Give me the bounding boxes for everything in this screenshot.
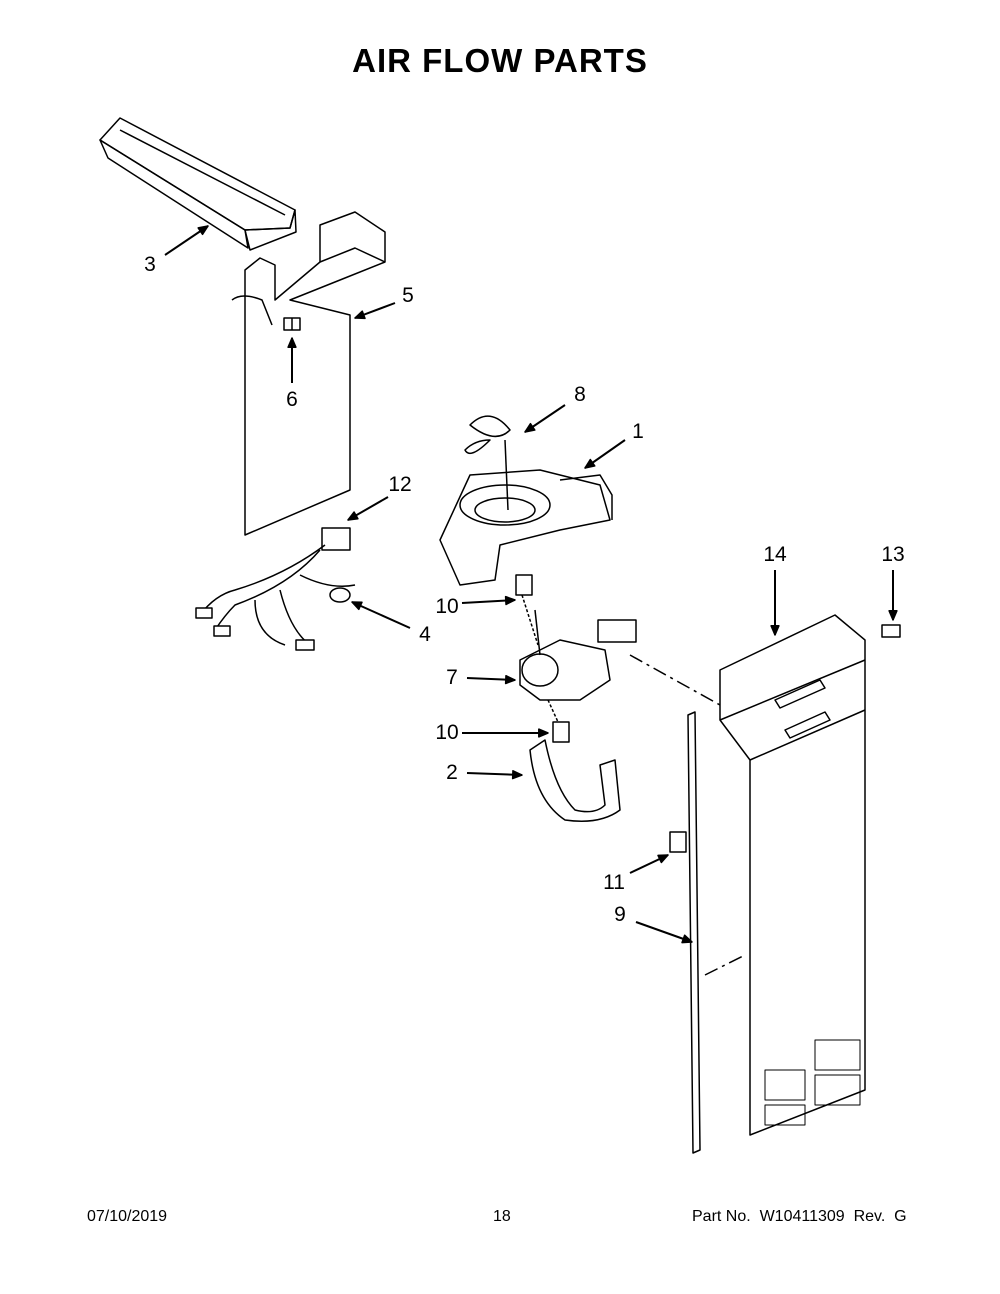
- part-11-clip: [669, 831, 687, 853]
- part-9-gasket-strip: [687, 711, 701, 1154]
- callout-label: 6: [286, 388, 298, 411]
- part-3-duct-cover: [99, 117, 297, 251]
- callout-label: 8: [574, 383, 586, 406]
- callout-arrowhead: [504, 595, 516, 606]
- part-1-fan-housing: [439, 469, 613, 586]
- callout-arrowhead: [287, 337, 297, 348]
- callout-label: 2: [446, 761, 458, 784]
- footer-date: 07/10/2019: [87, 1208, 168, 1225]
- callout-arrowhead: [354, 310, 366, 320]
- part-2-motor-bracket: [529, 739, 621, 822]
- callout-arrowhead: [538, 728, 549, 738]
- callout-arrowhead: [888, 610, 898, 621]
- callout-arrowhead: [584, 458, 596, 469]
- footer-part-number: Part No. W10411309 Rev. G: [692, 1208, 907, 1225]
- part-8-fan-blade: [464, 415, 511, 511]
- callout-label: 12: [388, 473, 412, 496]
- callout-label: 9: [614, 903, 626, 926]
- callout-label: 10: [435, 595, 459, 618]
- callout-label: 10: [435, 721, 459, 744]
- callout-label: 13: [881, 543, 905, 566]
- callout-arrowhead: [770, 625, 780, 636]
- part-14-vents: [764, 1039, 861, 1126]
- part-6-screw: [283, 317, 301, 331]
- callout-label: 5: [402, 284, 414, 307]
- callout-label: 3: [144, 253, 156, 276]
- part-5-air-duct: [231, 211, 386, 536]
- callout-arrowhead: [197, 225, 209, 236]
- callout-label: 11: [603, 871, 625, 894]
- part-7-fan-motor: [519, 609, 637, 701]
- part-12-wire-harness: [195, 527, 356, 651]
- callout-arrowhead: [524, 422, 536, 433]
- part-13-screw: [881, 624, 901, 638]
- callout-arrowhead: [511, 770, 523, 780]
- part-14-rear-cover: [719, 614, 866, 1136]
- callout-arrowhead: [351, 601, 363, 611]
- callout-arrowhead: [657, 854, 669, 864]
- footer-page-number: 18: [493, 1208, 511, 1225]
- callout-arrows: [164, 225, 898, 944]
- callout-arrow: [351, 601, 411, 629]
- callout-label: 7: [446, 666, 458, 689]
- callout-label: 4: [419, 623, 431, 646]
- callout-label: 1: [632, 420, 644, 443]
- callout-arrowhead: [681, 934, 693, 944]
- callout-label: 14: [763, 543, 787, 566]
- callout-arrowhead: [347, 511, 359, 521]
- callout-arrowhead: [504, 674, 516, 685]
- page-title: AIR FLOW PARTS: [352, 42, 648, 79]
- part-10-grommets: [515, 574, 570, 743]
